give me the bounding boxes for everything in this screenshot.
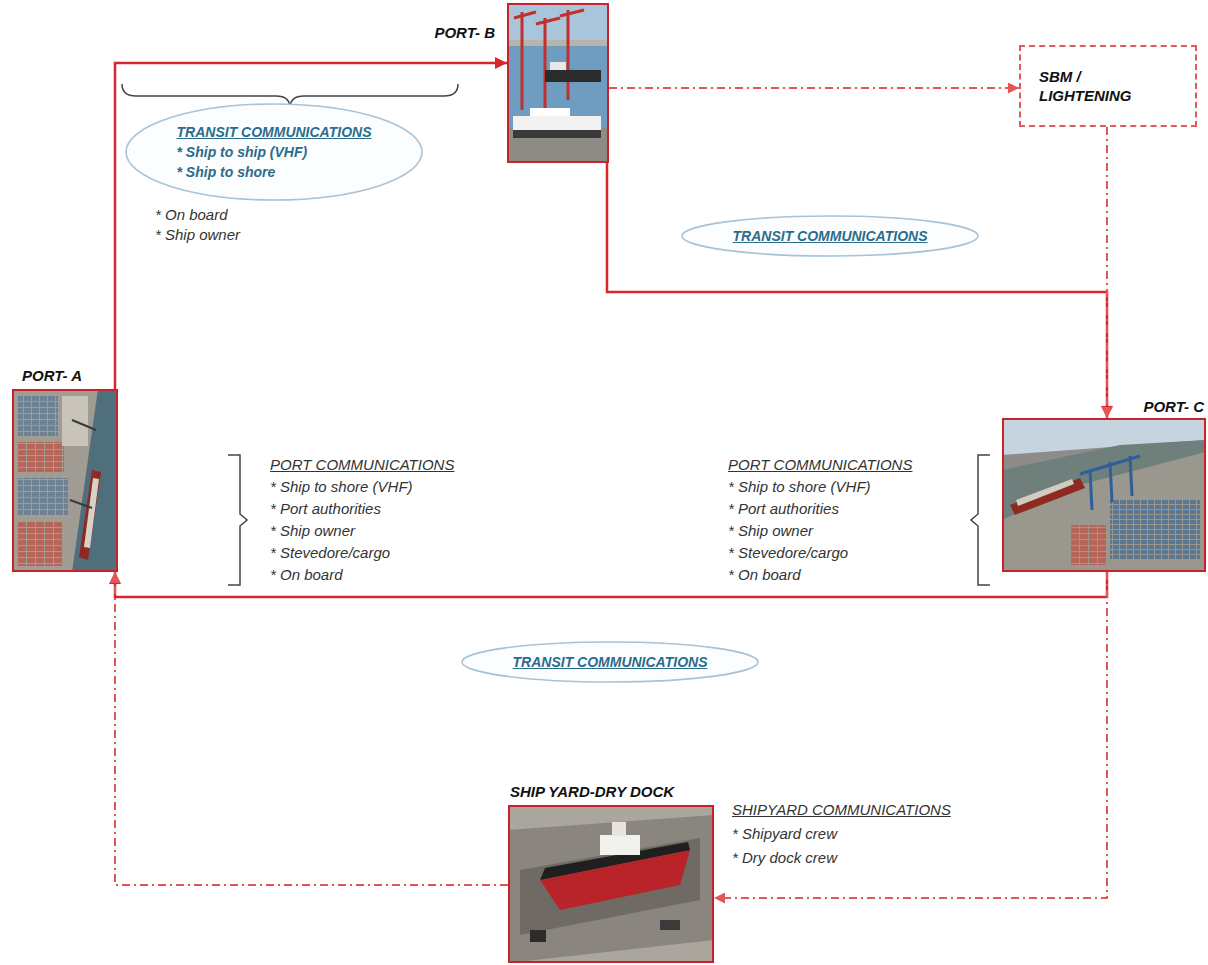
- sbm-box: SBM / LIGHTENING: [1019, 45, 1197, 127]
- list-item: * On board: [728, 565, 801, 585]
- ellipse-item: * Ship to shore: [177, 162, 276, 182]
- ellipse-shape: [682, 216, 978, 256]
- optional-route-arrow: [1106, 127, 1108, 418]
- list-item: * Ship to shore (VHF): [728, 477, 871, 497]
- list-heading: SHIPYARD COMMUNICATIONS: [732, 800, 951, 820]
- box-text: SBM / LIGHTENING: [1039, 67, 1149, 105]
- port-c-photo: [1002, 418, 1206, 572]
- list-heading: PORT COMMUNICATIONS: [728, 455, 912, 475]
- ellipse-item: * Ship to ship (VHF): [177, 142, 308, 162]
- optional-route-arrow: [115, 572, 508, 885]
- list-item: * On board: [270, 565, 343, 585]
- list-item: * Port authorities: [270, 499, 381, 519]
- list-item: * Port authorities: [728, 499, 839, 519]
- place-heading: PORT- A: [22, 366, 82, 385]
- list-item: * Ship owner: [270, 521, 355, 541]
- port-b-photo: [507, 3, 609, 163]
- port-photo-box: PORT- A: [12, 389, 118, 572]
- list-item: * Shipyard crew: [732, 824, 837, 844]
- port-a-photo: [12, 389, 118, 572]
- box-label: SBM / LIGHTENING: [1039, 67, 1149, 105]
- list-item: * Ship owner: [728, 521, 813, 541]
- place-heading: PORT- C: [1143, 397, 1204, 416]
- list-item: * Stevedore/cargo: [728, 543, 848, 563]
- port-photo-box: PORT- B: [507, 3, 609, 163]
- list-heading: PORT COMMUNICATIONS: [270, 455, 454, 475]
- transit-ellipse: TRANSIT COMMUNICATIONS: [681, 215, 979, 257]
- ellipse-text: TRANSIT COMMUNICATIONS* Ship to ship (VH…: [177, 122, 372, 182]
- bracket: [971, 455, 990, 585]
- ellipse-heading: TRANSIT COMMUNICATIONS: [177, 122, 372, 142]
- dry-dock-photo-box: SHIP YARD-DRY DOCK: [508, 805, 714, 963]
- place-heading: SHIP YARD-DRY DOCK: [510, 782, 674, 801]
- transit-ellipse: TRANSIT COMMUNICATIONS: [461, 641, 759, 683]
- list-item: * Dry dock crew: [732, 848, 837, 868]
- ellipse-shape: [126, 104, 422, 200]
- list-item: * Stevedore/cargo: [270, 543, 390, 563]
- transit-ellipse: TRANSIT COMMUNICATIONS* Ship to ship (VH…: [125, 103, 423, 201]
- bracket: [228, 455, 247, 585]
- route-arrow: [115, 572, 1107, 597]
- dry-dock-photo: [508, 805, 714, 963]
- route-arrow: [607, 163, 1107, 418]
- ellipse-shape: [462, 642, 758, 682]
- list-item: * On board: [155, 205, 228, 225]
- list-item: * Ship owner: [155, 225, 240, 245]
- ellipse-heading: TRANSIT COMMUNICATIONS: [733, 226, 928, 246]
- ellipse-heading: TRANSIT COMMUNICATIONS: [513, 652, 708, 672]
- ellipse-text: TRANSIT COMMUNICATIONS: [733, 226, 928, 246]
- route-arrow: [115, 63, 507, 389]
- ellipse-text: TRANSIT COMMUNICATIONS: [513, 652, 708, 672]
- optional-route-arrow: [609, 87, 1019, 89]
- list-item: * Ship to shore (VHF): [270, 477, 413, 497]
- port-photo-box: PORT- C: [1002, 418, 1206, 572]
- place-heading: PORT- B: [434, 23, 495, 42]
- optional-route-arrow: [714, 572, 1107, 898]
